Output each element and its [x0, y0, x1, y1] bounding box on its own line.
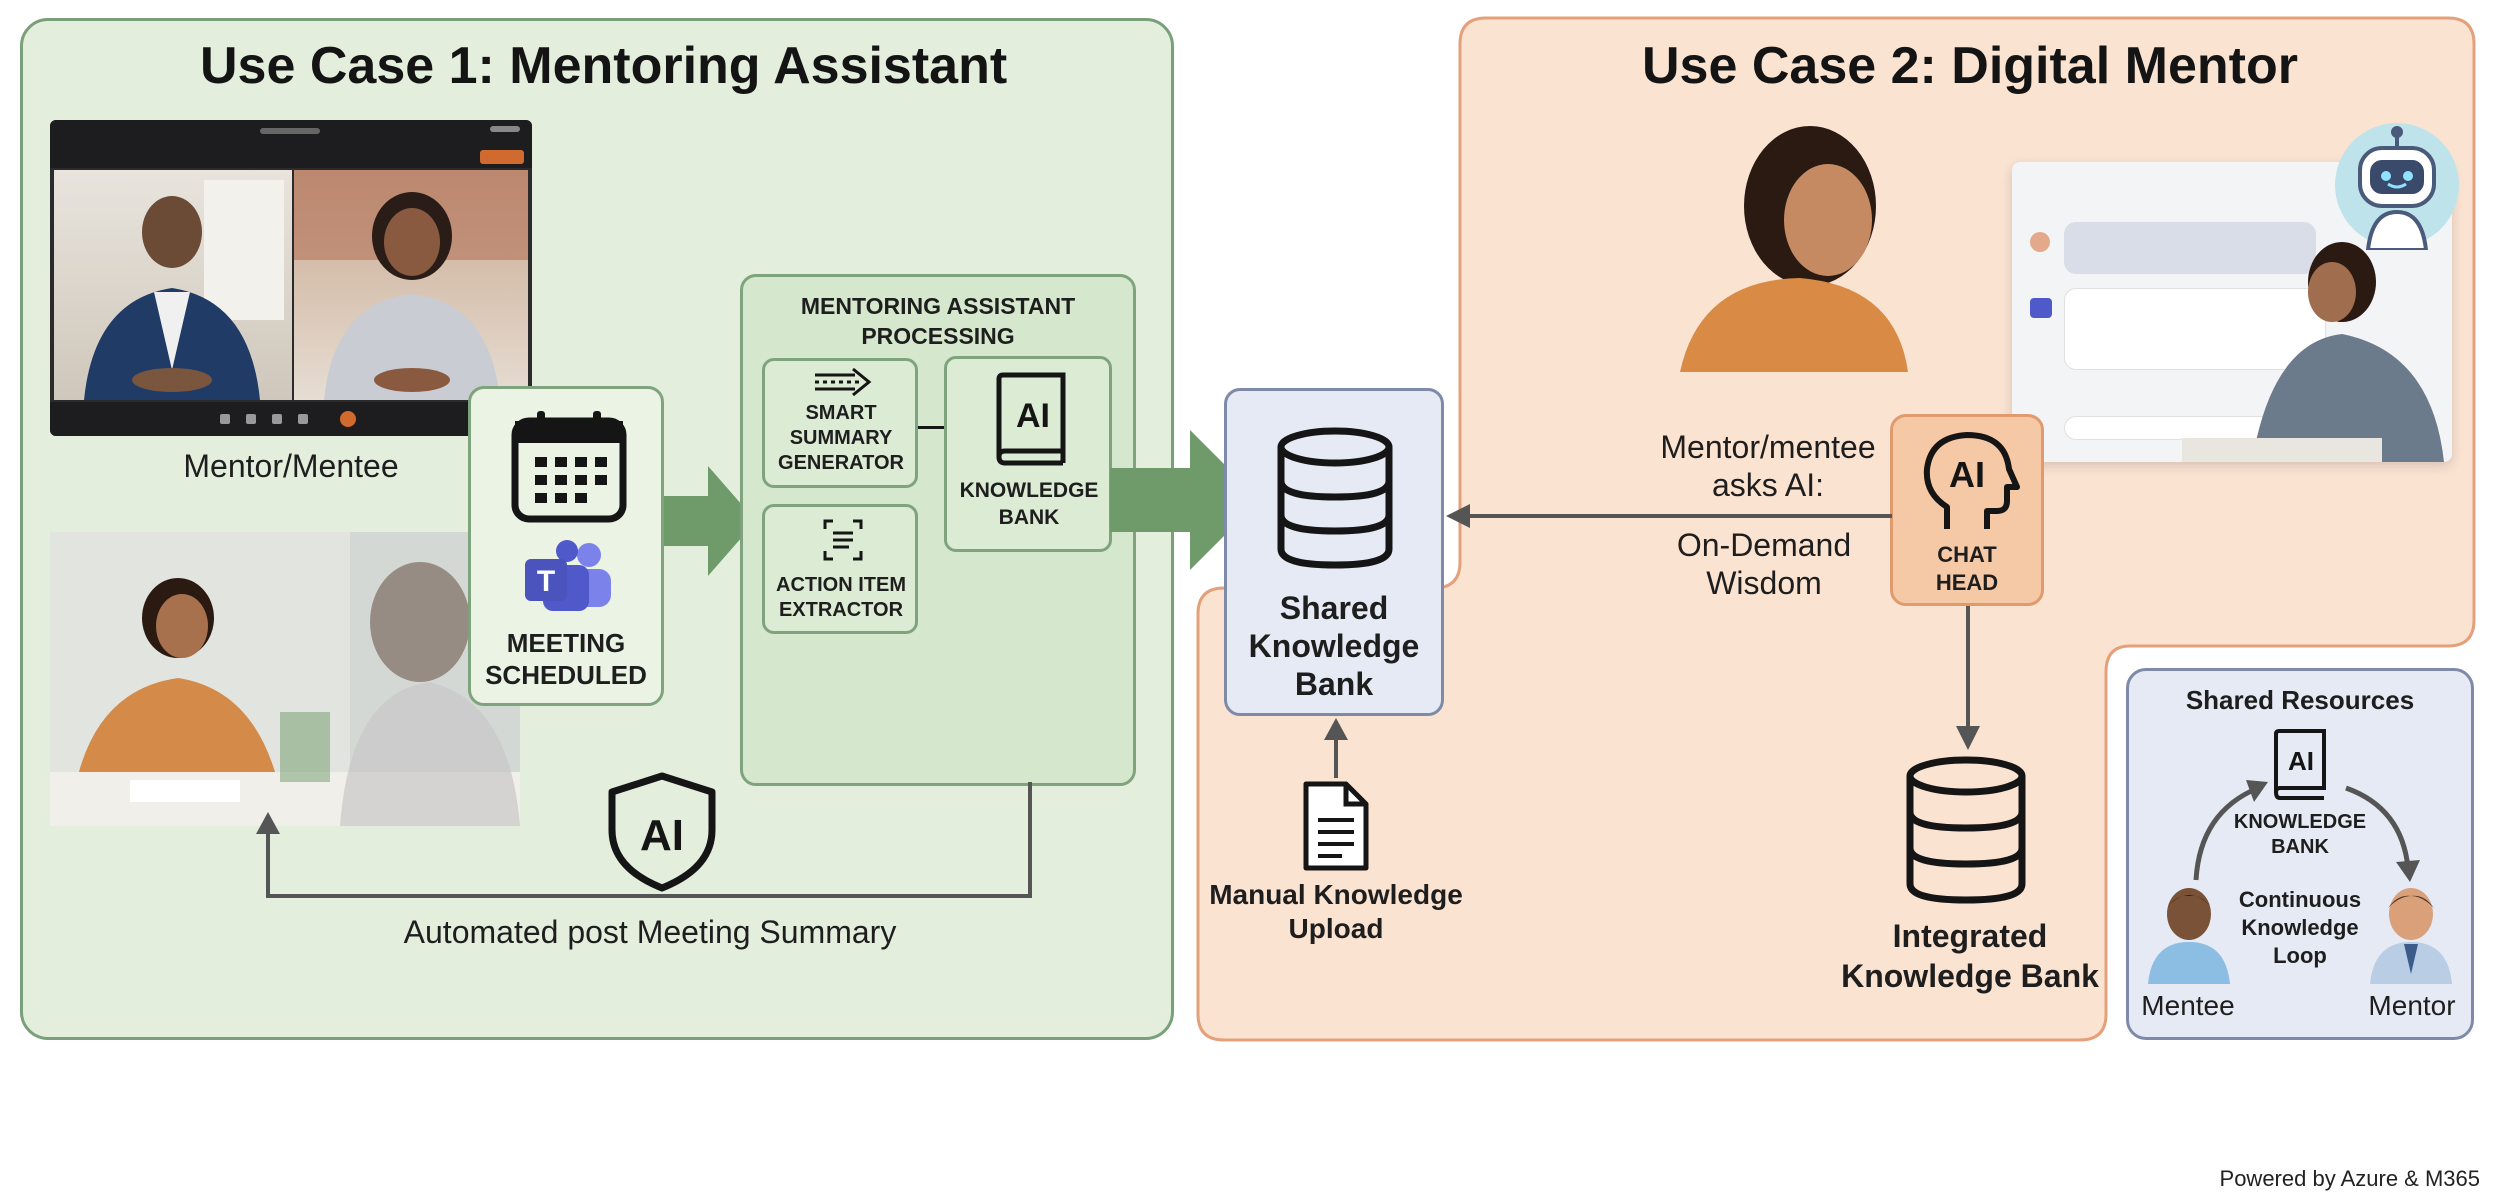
ai-book-letters: AI: [1016, 397, 1050, 435]
action-item-box: ACTION ITEM EXTRACTOR: [762, 504, 918, 634]
video-caption: Mentor/Mentee: [183, 448, 399, 484]
shared-ai-book-letters: AI: [2288, 746, 2314, 776]
chat-head-box: AI CHAT HEAD: [1890, 414, 2044, 606]
chat-bubble-bot: [2064, 288, 2326, 370]
integrated-bank-label: Integrated Knowledge Bank: [1841, 918, 2099, 994]
video-call-controls: [50, 402, 532, 436]
arrow-chat-head-to-shared-bank: [1446, 504, 1892, 528]
shared-knowledge-bank-label: KNOWLEDGE BANK: [2233, 811, 2367, 858]
teams-icon: T: [525, 540, 611, 611]
meeting-scheduled-label: MEETING SCHEDULED: [485, 628, 647, 690]
ai-book-icon: AI: [996, 372, 1066, 466]
video-call-titlebar: [50, 120, 532, 168]
mentee-photo: [1660, 110, 1920, 372]
mentor-label: Mentor: [2368, 990, 2456, 1021]
smart-summary-label: SMART SUMMARY GENERATOR: [778, 402, 904, 474]
shared-database-icon: [1277, 427, 1393, 569]
ai-head-letters: AI: [1949, 454, 1985, 495]
arrow-processing-to-shared-bank: [1110, 430, 1260, 570]
document-icon: [1303, 781, 1369, 871]
feedback-loop-arrow: [256, 782, 1032, 898]
mentee-label: Mentee: [2141, 990, 2235, 1021]
shared-knowledge-bank-box: Shared Knowledge Bank: [1224, 388, 1444, 716]
fast-forward-arrow-icon: [815, 367, 872, 397]
mentor-video-tile: [54, 170, 292, 400]
robot-avatar-icon: [2335, 123, 2459, 250]
footer-credit: Powered by Azure & M365: [2219, 1166, 2480, 1191]
shared-bank-label: Shared Knowledge Bank: [1248, 590, 1420, 702]
calendar-icon: [511, 411, 627, 523]
video-call-window: [50, 120, 532, 436]
processing-title: MENTORING ASSISTANT PROCESSING: [800, 293, 1076, 349]
in-person-meeting-photo: [50, 532, 520, 826]
document-scan-icon: [823, 519, 863, 561]
action-item-label: ACTION ITEM EXTRACTOR: [776, 574, 906, 621]
mentee-video-tile: [294, 170, 528, 400]
shared-ai-book-icon: AI: [2274, 729, 2326, 800]
manual-upload-label: Manual Knowledge Upload: [1209, 879, 1463, 944]
ai-shield-letters: AI: [640, 811, 684, 860]
svg-text:T: T: [537, 565, 555, 598]
ai-shield-icon: AI: [608, 772, 716, 892]
mentor-at-desk-photo: [2182, 242, 2444, 462]
mentee-avatar-icon: [2148, 888, 2230, 984]
meeting-scheduled-box: T MEETING SCHEDULED: [468, 386, 664, 706]
user-avatar: [2030, 232, 2050, 252]
knowledge-loop-arrows: [2193, 780, 2420, 882]
use-case-2-title: Use Case 2: Digital Mentor: [1642, 37, 2298, 95]
continuous-loop-label: Continuous Knowledge Loop: [2238, 887, 2362, 968]
ai-head-icon: AI: [1923, 432, 2020, 529]
arrow-meeting-to-processing: [664, 466, 756, 576]
teams-avatar-icon: [2030, 298, 2052, 318]
use-case-1-title: Use Case 1: Mentoring Assistant: [200, 37, 1008, 95]
knowledge-bank-box: AI KNOWLEDGE BANK: [944, 356, 1112, 552]
smart-summary-box: SMART SUMMARY GENERATOR: [762, 358, 918, 488]
integrated-database-icon: [1906, 756, 2026, 904]
arrow-upload-to-shared-bank: [1324, 718, 1348, 778]
summary-caption: Automated post Meeting Summary: [403, 914, 897, 950]
chat-head-label: CHAT HEAD: [1935, 542, 1999, 595]
shared-resources-title: Shared Resources: [2185, 685, 2415, 715]
chat-bubble-user: [2064, 222, 2316, 274]
asks-ai-label: Mentor/mentee asks AI:: [1660, 429, 1876, 503]
arrow-chat-head-to-integrated-bank: [1956, 606, 1980, 750]
connector-line: [918, 426, 944, 429]
knowledge-bank-label: KNOWLEDGE BANK: [959, 479, 1099, 529]
on-demand-label: On-Demand Wisdom: [1676, 527, 1852, 601]
mentor-avatar-icon: [2370, 888, 2452, 984]
